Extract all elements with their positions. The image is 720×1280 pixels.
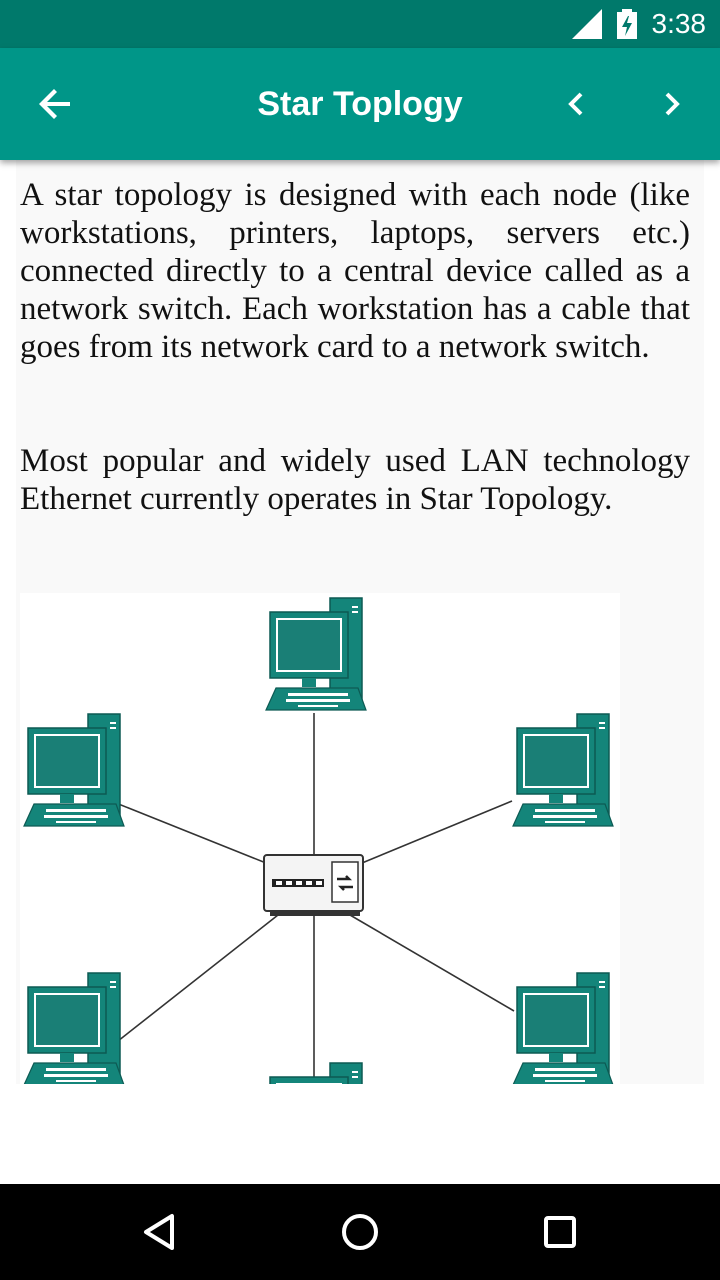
recents-square-icon [544,1216,576,1248]
paragraph-description: A star topology is designed with each no… [20,177,690,365]
signal-icon [571,9,602,39]
page-title: Star Toplogy [257,85,463,123]
back-button[interactable] [24,76,88,132]
status-icons: 3:38 [571,0,707,48]
chevron-right-icon [665,92,680,116]
back-arrow-icon [39,89,70,119]
status-bar: 3:38 [0,0,720,48]
home-circle-icon [342,1214,378,1250]
next-button[interactable] [646,76,698,132]
clock: 3:38 [651,8,707,39]
previous-button[interactable] [550,76,602,132]
chevron-left-icon [568,92,583,116]
app-bar: Star Toplogy [0,48,720,160]
nav-recents-button[interactable] [520,1204,600,1260]
star-topology-diagram [20,593,620,1084]
back-triangle-icon [144,1214,174,1250]
content-area[interactable]: A star topology is designed with each no… [16,160,704,1084]
star-topology-svg [23,597,614,1084]
nav-home-button[interactable] [320,1204,400,1260]
battery-charging-icon [616,9,637,39]
nav-back-button[interactable] [120,1204,200,1260]
navigation-bar [0,1184,720,1280]
paragraph-ethernet: Most popular and widely used LAN technol… [20,443,690,517]
